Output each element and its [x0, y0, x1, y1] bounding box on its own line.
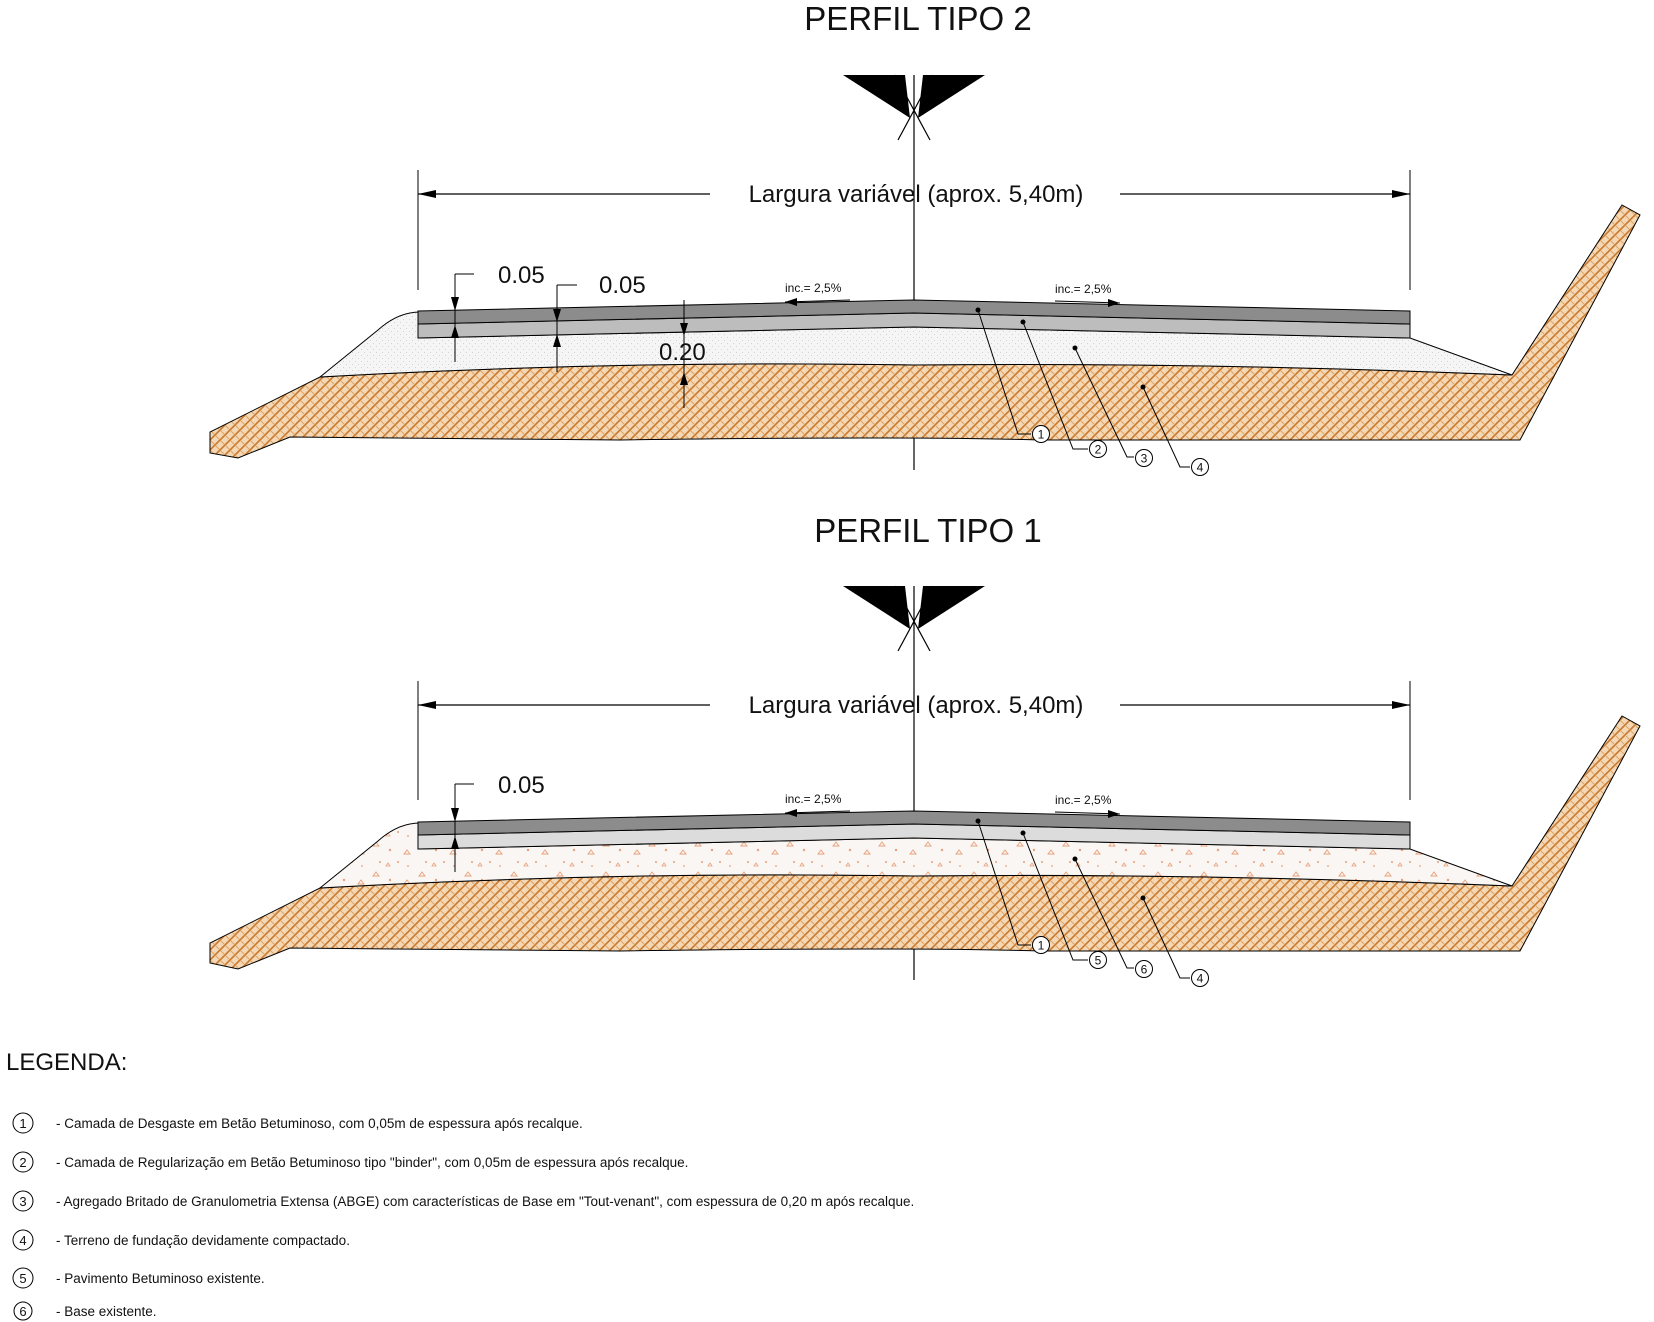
svg-text:5: 5	[19, 1271, 26, 1286]
svg-text:2: 2	[1095, 443, 1102, 457]
centerline-marker-icon	[843, 585, 985, 980]
svg-text:- Terreno de fundação devidame: - Terreno de fundação devidamente compac…	[56, 1233, 350, 1248]
legend-item: 5 - Pavimento Betuminoso existente.	[12, 1267, 265, 1289]
legend-item: 1 - Camada de Desgaste em Betão Betumino…	[12, 1112, 583, 1134]
callout-2: 2	[1089, 440, 1107, 458]
width-dimension	[417, 681, 1411, 800]
slope-right-label: inc.= 2,5%	[1055, 793, 1112, 807]
width-label: Largura variável (aprox. 5,40m)	[749, 181, 1084, 208]
profile-2-title: PERFIL TIPO 2	[804, 0, 1031, 37]
legend-item: 3 - Agregado Britado de Granulometria Ex…	[12, 1190, 914, 1212]
slope-left-label: inc.= 2,5%	[785, 281, 842, 295]
legend-title: LEGENDA:	[6, 1049, 127, 1076]
callout-1: 1	[1032, 936, 1050, 954]
legend-item: 4 - Terreno de fundação devidamente comp…	[12, 1229, 350, 1251]
callout-1: 1	[1032, 425, 1050, 443]
profile-type-1: PERFIL TIPO 1 Largura variável (aprox. 5…	[209, 512, 1641, 987]
svg-text:1: 1	[1038, 939, 1045, 953]
svg-text:6: 6	[1141, 963, 1148, 977]
callout-3: 3	[1135, 449, 1153, 467]
svg-text:4: 4	[19, 1233, 26, 1248]
wearing-course-layer	[417, 299, 1411, 325]
wearing-course-layer	[417, 810, 1411, 836]
svg-text:- Agregado Britado de Granulom: - Agregado Britado de Granulometria Exte…	[56, 1194, 914, 1209]
slope-left-label: inc.= 2,5%	[785, 792, 842, 806]
svg-text:- Camada de Regularização em B: - Camada de Regularização em Betão Betum…	[56, 1155, 688, 1170]
svg-text:3: 3	[19, 1194, 26, 1209]
dim-binder-thickness: 0.05	[599, 272, 646, 299]
dim-wearing-thickness: 0.05	[498, 772, 545, 799]
centerline-marker-icon	[843, 74, 985, 470]
svg-text:1: 1	[1038, 428, 1045, 442]
callout-5: 5	[1089, 951, 1107, 969]
svg-text:2: 2	[19, 1155, 26, 1170]
svg-text:4: 4	[1197, 972, 1204, 986]
callout-6: 6	[1135, 960, 1153, 978]
svg-text:- Base existente.: - Base existente.	[56, 1304, 157, 1319]
svg-text:6: 6	[19, 1304, 26, 1319]
dim-wearing-thickness: 0.05	[498, 262, 545, 289]
thickness-dimensions	[451, 273, 688, 408]
width-label: Largura variável (aprox. 5,40m)	[749, 692, 1084, 719]
dim-base-thickness: 0.20	[659, 339, 706, 366]
svg-text:5: 5	[1095, 954, 1102, 968]
callout-leaders	[975, 818, 1190, 979]
svg-text:1: 1	[19, 1116, 26, 1131]
svg-text:3: 3	[1141, 452, 1148, 466]
svg-text:4: 4	[1197, 461, 1204, 475]
svg-text:- Pavimento Betuminoso existen: - Pavimento Betuminoso existente.	[56, 1271, 265, 1286]
width-dimension	[417, 170, 1411, 290]
legend: LEGENDA: 1 - Camada de Desgaste em Betão…	[6, 1049, 914, 1321]
profile-type-2: PERFIL TIPO 2 Largura variável (aprox. 5…	[209, 0, 1641, 476]
legend-item: 2 - Camada de Regularização em Betão Bet…	[12, 1151, 688, 1173]
thickness-dimensions	[451, 783, 474, 872]
svg-text:- Camada de Desgaste em Betão: - Camada de Desgaste em Betão Betuminoso…	[56, 1116, 583, 1131]
slope-right-label: inc.= 2,5%	[1055, 282, 1112, 296]
callout-4: 4	[1191, 969, 1209, 987]
callout-leaders	[975, 307, 1190, 468]
callout-4: 4	[1191, 458, 1209, 476]
profile-1-title: PERFIL TIPO 1	[814, 512, 1041, 549]
legend-item: 6 - Base existente.	[13, 1301, 157, 1321]
